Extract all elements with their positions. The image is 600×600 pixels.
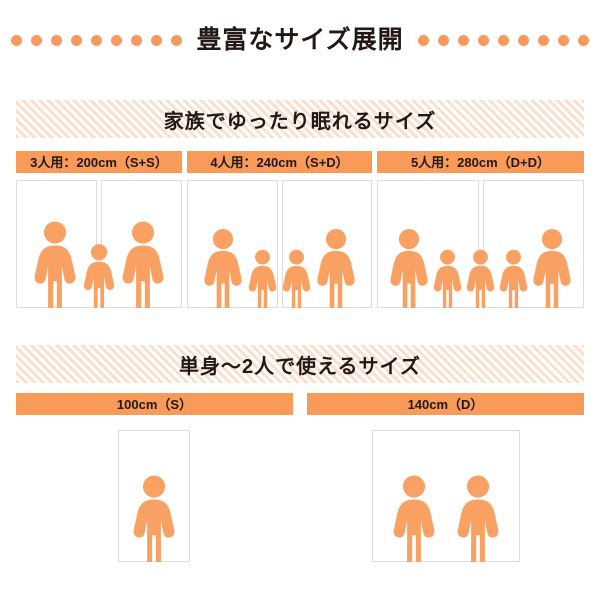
decorative-dot — [131, 34, 143, 46]
decorative-dot — [537, 34, 549, 46]
panel-row — [372, 430, 520, 562]
mattress-panel[interactable] — [187, 180, 278, 308]
decorative-dot — [91, 34, 103, 46]
decorative-dot — [171, 34, 183, 46]
decorative-dot — [151, 34, 163, 46]
decorative-dot — [31, 34, 43, 46]
decorative-dot — [437, 34, 449, 46]
decorative-dot — [111, 34, 123, 46]
mattress-group-200 — [16, 180, 182, 308]
page-header: 豊富なサイズ展開 — [0, 20, 600, 60]
decorative-dot — [71, 34, 83, 46]
mattress-group-280 — [377, 180, 584, 308]
mattress-group-140 — [372, 430, 520, 562]
section-band-single-double: 単身〜2人で使えるサイズ — [16, 345, 584, 383]
size-bar-label: 4人用：240cm（S+D） — [210, 154, 349, 170]
mattress-panel[interactable] — [372, 430, 520, 562]
size-bar-140: 140cm（D） — [307, 393, 584, 415]
mattress-panel[interactable] — [482, 180, 584, 308]
panel-row — [118, 430, 190, 562]
panel-row — [377, 180, 584, 308]
size-bar-label: 3人用：200cm（S+S） — [30, 154, 168, 170]
section-band-label: 単身〜2人で使えるサイズ — [179, 355, 421, 378]
decorative-dot — [557, 34, 569, 46]
size-bar-100: 100cm（S） — [16, 393, 293, 415]
panel-row — [16, 180, 182, 308]
mattress-group-100 — [118, 430, 190, 562]
size-bar-240: 4人用：240cm（S+D） — [187, 151, 372, 173]
decorative-dot — [417, 34, 429, 46]
page-title: 豊富なサイズ展開 — [196, 25, 404, 54]
mattress-panel[interactable] — [377, 180, 479, 308]
size-bar-200: 3人用：200cm（S+S） — [16, 151, 182, 173]
decorative-dot — [517, 34, 529, 46]
decorative-dots-right — [417, 34, 589, 46]
mattress-panel[interactable] — [281, 180, 372, 308]
panel-row — [187, 180, 372, 308]
mattress-panel[interactable] — [101, 180, 182, 308]
decorative-dots-left — [11, 34, 183, 46]
size-bar-280: 5人用：280cm（D+D） — [377, 151, 584, 173]
section-band-family: 家族でゆったり眠れるサイズ — [16, 100, 584, 138]
decorative-dot — [577, 34, 589, 46]
decorative-dot — [51, 34, 63, 46]
mattress-group-240 — [187, 180, 372, 308]
mattress-panel[interactable] — [16, 180, 97, 308]
section-band-label: 家族でゆったり眠れるサイズ — [163, 110, 437, 133]
decorative-dot — [11, 34, 23, 46]
size-bar-label: 5人用：280cm（D+D） — [410, 154, 551, 170]
decorative-dot — [477, 34, 489, 46]
size-bar-label: 100cm（S） — [116, 396, 193, 412]
decorative-dot — [457, 34, 469, 46]
mattress-panel[interactable] — [118, 430, 190, 562]
decorative-dot — [497, 34, 509, 46]
size-bar-label: 140cm（D） — [407, 396, 484, 412]
